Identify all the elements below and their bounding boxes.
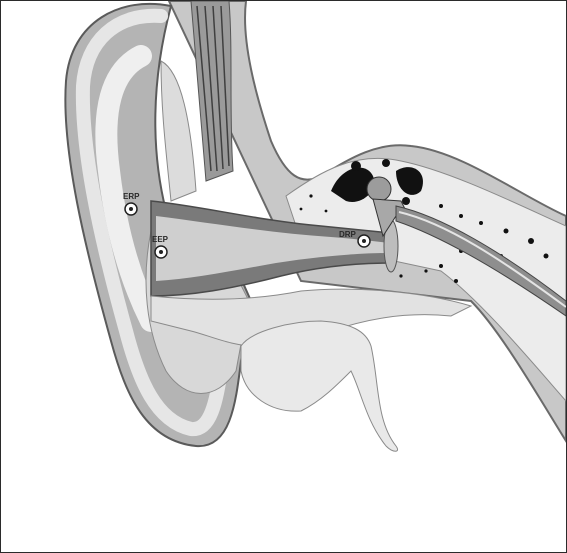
mandible-process [241,321,398,451]
parotid-tissue [161,61,196,201]
muscle-band [191,1,233,181]
erp-label: ERP [123,192,140,201]
eep-label: EEP [152,235,169,244]
drp-label: DRP [339,230,357,239]
malleus-head [367,177,391,201]
